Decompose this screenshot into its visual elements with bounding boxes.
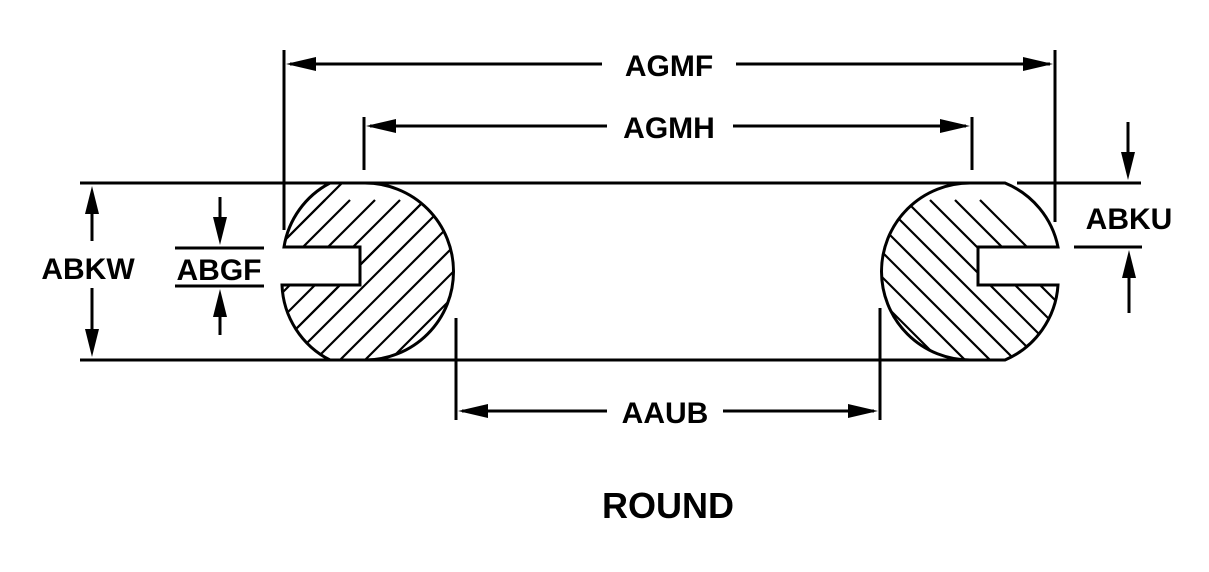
label-abku: ABKU xyxy=(1086,203,1173,236)
label-aaub: AAUB xyxy=(622,397,709,430)
label-agmh: AGMH xyxy=(623,112,715,145)
label-abgf: ABGF xyxy=(177,254,262,287)
arrow-right-icon xyxy=(848,404,878,418)
arrow-left-icon xyxy=(458,404,488,418)
arrow-right-icon xyxy=(1023,57,1053,71)
label-agmf: AGMF xyxy=(625,50,713,83)
dimension-abkw: ABKW xyxy=(41,186,135,357)
arrow-up-icon xyxy=(1122,250,1136,278)
dimension-aaub: AAUB xyxy=(454,308,882,430)
arrow-down-icon xyxy=(1121,152,1135,180)
arrow-left-icon xyxy=(286,57,316,71)
arrow-down-icon xyxy=(213,217,227,245)
dimension-abgf: ABGF xyxy=(175,197,264,335)
right-hatching xyxy=(881,183,1058,360)
arrow-up-icon xyxy=(213,289,227,317)
left-section xyxy=(280,181,455,362)
dimension-agmf: AGMF xyxy=(282,50,1057,230)
arrow-up-icon xyxy=(85,186,99,214)
arrow-down-icon xyxy=(85,329,99,357)
arrow-left-icon xyxy=(366,119,396,133)
dimension-agmh: AGMH xyxy=(362,112,974,170)
right-section-outline xyxy=(880,181,1060,362)
arrow-right-icon xyxy=(940,119,970,133)
left-hatching xyxy=(282,183,454,360)
dimension-abku: ABKU xyxy=(1074,122,1172,313)
right-section xyxy=(880,181,1060,362)
diagram-title: ROUND xyxy=(602,485,734,526)
label-abkw: ABKW xyxy=(41,253,135,286)
